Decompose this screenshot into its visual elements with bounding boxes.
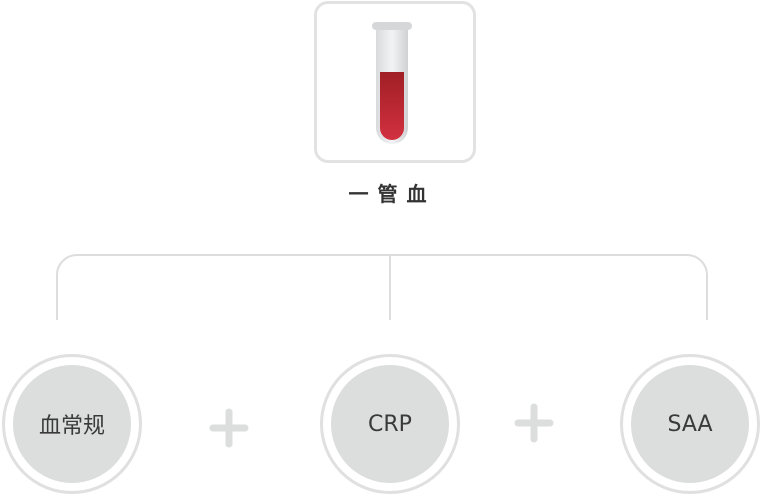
test-label: CRP — [331, 365, 449, 483]
plus-icon — [514, 403, 554, 443]
test-label: SAA — [631, 365, 749, 483]
blood-tube-card — [314, 1, 476, 163]
test-node-saa: SAA — [620, 354, 760, 494]
test-node-crp: CRP — [320, 354, 460, 494]
test-node-blood-routine: 血常规 — [2, 354, 142, 494]
plus-icon — [209, 408, 249, 448]
test-tube-icon — [372, 22, 412, 144]
source-label: 一管血 — [348, 182, 436, 206]
test-label: 血常规 — [13, 365, 131, 483]
